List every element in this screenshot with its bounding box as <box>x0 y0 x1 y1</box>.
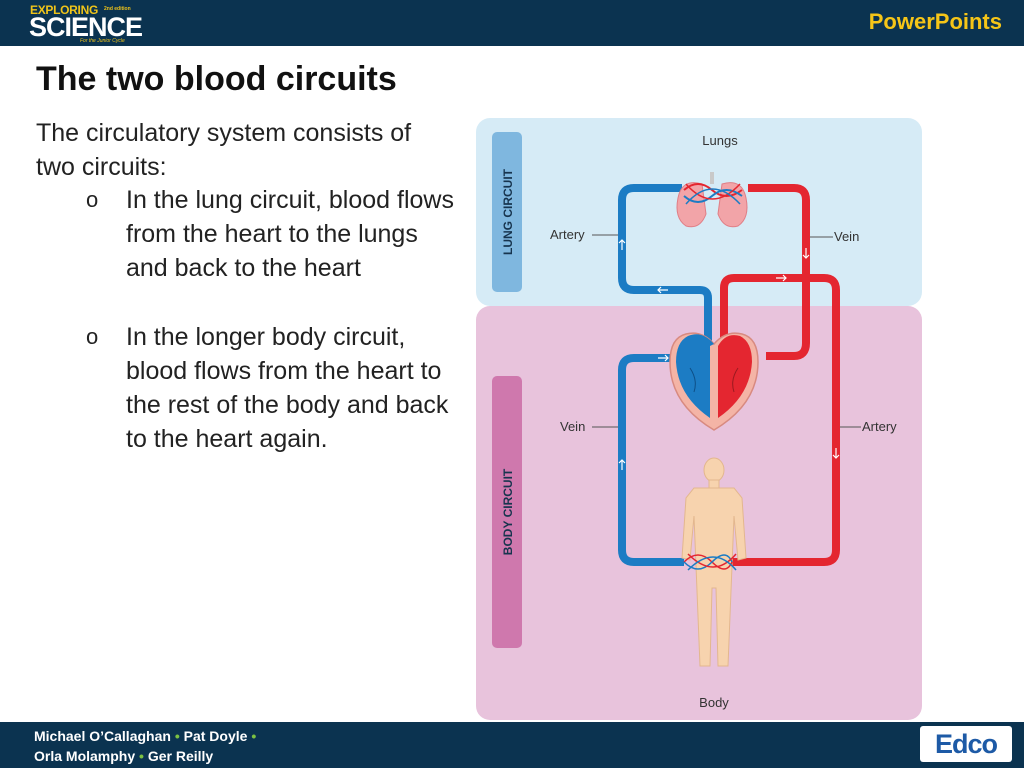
body-label: Body <box>699 695 729 710</box>
author-name: Orla Molamphy <box>34 748 136 764</box>
separator-dot: • <box>139 748 144 764</box>
logo-tagline: For the Junior Cycle <box>80 38 125 44</box>
author-name: Ger Reilly <box>147 748 214 764</box>
author-name: Michael O’Callaghan <box>34 728 171 744</box>
lung-vein-label: Vein <box>834 229 859 244</box>
body-circuit-label: BODY CIRCUIT <box>501 468 515 555</box>
logo-line1: EXPLORING <box>30 3 98 17</box>
bullet-text: In the lung circuit, blood flows from th… <box>126 186 454 282</box>
authors-line-1: Michael O’Callaghan • Pat Doyle • <box>34 726 256 746</box>
author-name: Pat Doyle <box>183 728 248 744</box>
intro-text: The circulatory system consists of two c… <box>36 119 412 181</box>
lungs-illustration <box>676 172 748 228</box>
powerpoints-brand: PowerPoints <box>868 9 1002 34</box>
authors-line-2: Orla Molamphy • Ger Reilly <box>34 746 256 766</box>
slide-title: The two blood circuits <box>36 60 397 98</box>
pulmonary-artery-vessel <box>618 184 712 350</box>
pulmonary-vein-vessel <box>748 184 810 360</box>
body-artery-label: Artery <box>862 419 897 434</box>
exploring-science-logo: EXPLORING 2nd edition SCIENCE For the Ju… <box>28 3 143 45</box>
bullet-lung-circuit: o In the lung circuit, blood flows from … <box>86 183 454 293</box>
separator-dot: • <box>174 728 180 744</box>
lungs-label: Lungs <box>702 133 738 148</box>
body-vein-label: Vein <box>560 419 585 434</box>
body-capillaries <box>683 553 737 571</box>
bullet-text: In the longer body circuit, blood flows … <box>126 323 449 453</box>
header-bar: EXPLORING 2nd edition SCIENCE For the Ju… <box>0 0 1024 46</box>
heart-illustration <box>669 332 759 431</box>
flow-arrows <box>618 239 840 470</box>
aorta-vessel <box>720 274 840 566</box>
authors-credit: Michael O’Callaghan • Pat Doyle • Orla M… <box>34 726 256 766</box>
footer-bar: Michael O’Callaghan • Pat Doyle • Orla M… <box>0 722 1024 768</box>
human-body-illustration <box>681 457 747 667</box>
bullet-marker: o <box>86 324 99 349</box>
bullet-marker: o <box>86 187 99 212</box>
logo-edition: 2nd edition <box>104 6 131 12</box>
separator-dot: • <box>251 728 257 744</box>
lung-circuit-tab <box>492 132 522 292</box>
body-circuit-tab <box>492 376 522 648</box>
lung-artery-label: Artery <box>550 227 585 242</box>
lung-circuit-label: LUNG CIRCUIT <box>501 168 515 255</box>
bullet-body-circuit: o In the longer body circuit, blood flow… <box>86 320 448 460</box>
circulation-diagram: LUNG CIRCUIT BODY CIRCUIT <box>476 118 922 720</box>
edco-logo: Edco <box>920 726 1012 762</box>
logo-line2: SCIENCE <box>29 12 143 42</box>
